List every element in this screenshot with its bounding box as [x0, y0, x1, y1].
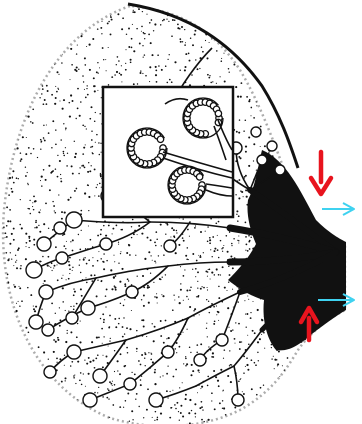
alveoli-inset [103, 87, 233, 217]
